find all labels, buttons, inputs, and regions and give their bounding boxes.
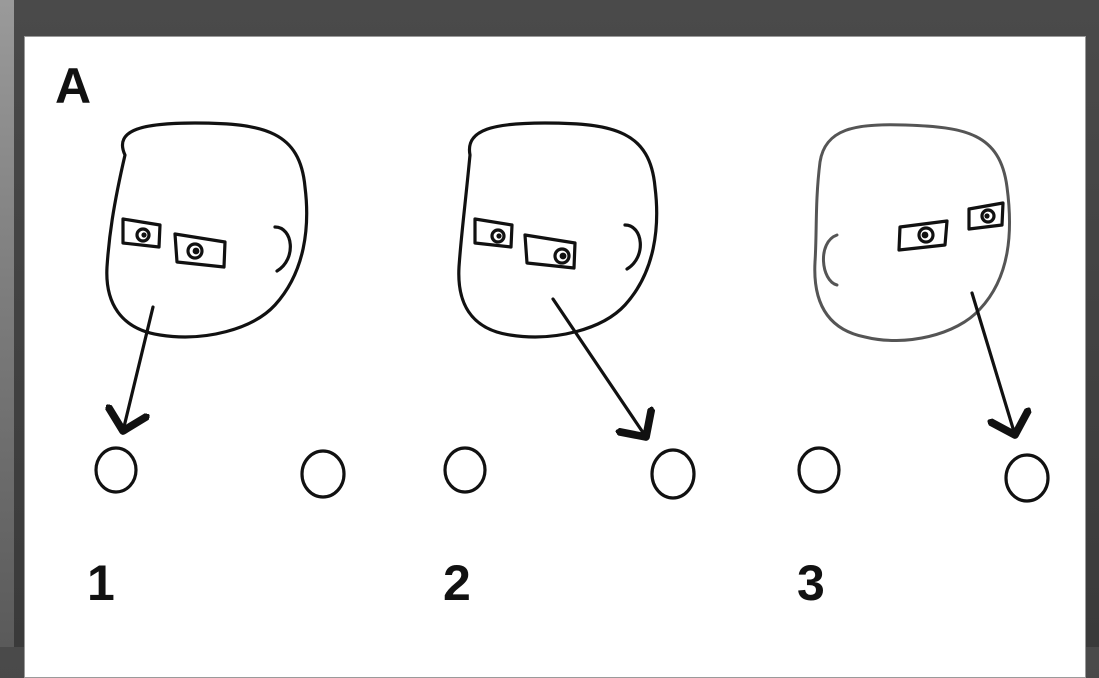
target-2-left xyxy=(445,448,485,492)
step-number-1: 1 xyxy=(87,554,115,612)
gaze-arrow xyxy=(972,293,1015,435)
gaze-diagram xyxy=(25,37,1085,648)
left-edge-bar xyxy=(0,0,14,647)
target-3-right xyxy=(1006,455,1048,501)
ear xyxy=(275,227,290,271)
eye-right xyxy=(969,203,1003,229)
target-2-right xyxy=(652,450,694,498)
head-outline xyxy=(815,125,1010,341)
gaze-arrow xyxy=(123,307,153,431)
figure-stage: A xyxy=(0,0,1099,647)
eye-right xyxy=(175,234,225,267)
ear xyxy=(625,225,640,269)
eye-left xyxy=(899,221,947,250)
head-outline xyxy=(107,123,307,337)
target-3-left xyxy=(799,448,839,492)
face-1 xyxy=(107,123,307,431)
gaze-arrow xyxy=(553,299,646,437)
ear xyxy=(823,235,837,285)
face-3 xyxy=(815,125,1015,435)
step-number-3: 3 xyxy=(797,554,825,612)
target-1-right xyxy=(302,451,344,497)
target-1-left xyxy=(96,448,136,492)
eye-left xyxy=(123,219,160,247)
figure-panel: A xyxy=(24,36,1086,678)
eye-left xyxy=(475,219,512,247)
eye-right xyxy=(525,235,575,268)
face-2 xyxy=(459,123,657,437)
step-number-2: 2 xyxy=(443,554,471,612)
